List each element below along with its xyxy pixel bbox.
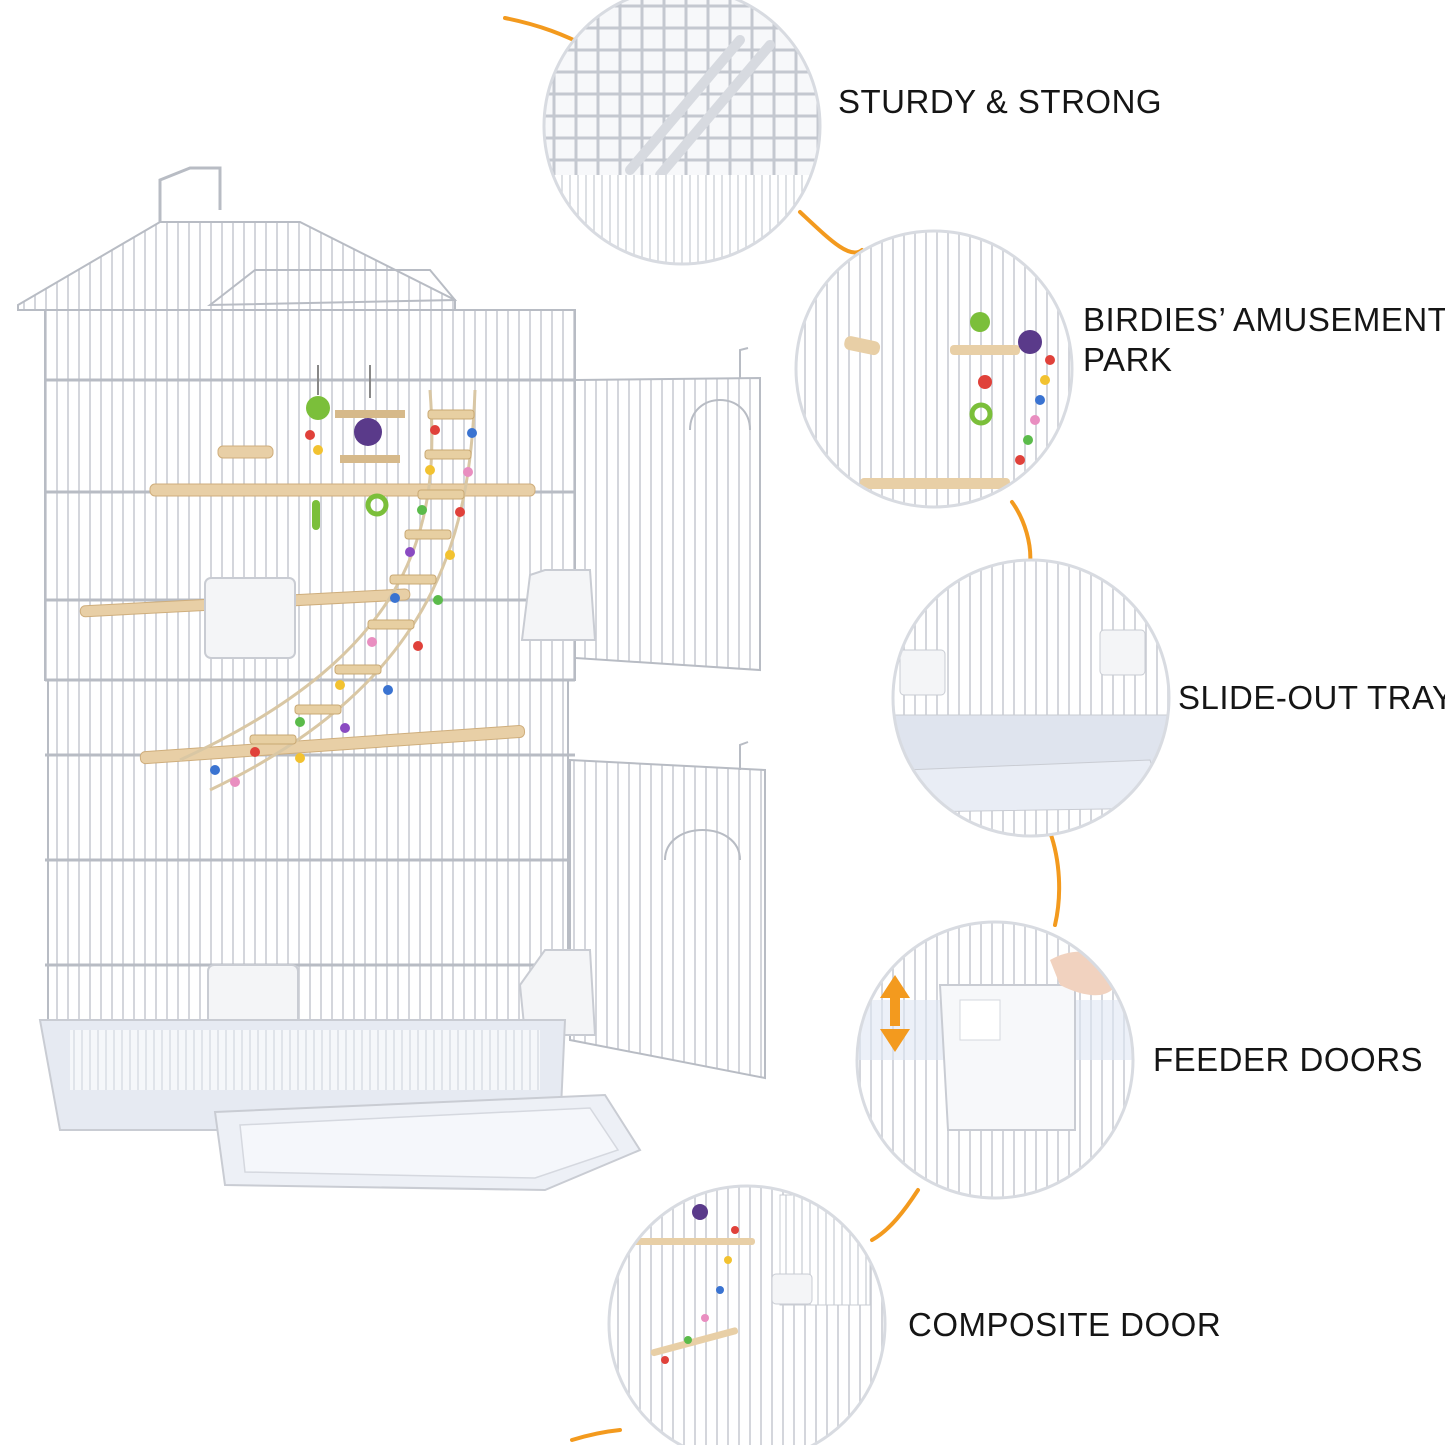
detail-circle-amusement [794, 229, 1074, 509]
lower-door [569, 758, 766, 1080]
hanging-toys [305, 365, 405, 530]
detail-circle-tray [891, 558, 1171, 838]
detail-circle-sturdy [542, 0, 822, 266]
feature-label-slide-out-tray: SLIDE-OUT TRAY [1178, 679, 1445, 716]
detail-circle-composite [607, 1184, 887, 1445]
feature-label-amusement-line1: BIRDIES’ AMUSEMENT [1083, 301, 1445, 338]
bird-cage [17, 166, 766, 1192]
feature-label-sturdy: STURDY & STRONG [838, 83, 1163, 120]
feature-label-composite-door: COMPOSITE DOOR [908, 1306, 1222, 1343]
feature-label-feeder-doors: FEEDER DOORS [1153, 1041, 1424, 1078]
bead-ladder [179, 389, 477, 792]
up-down-arrow-icon [880, 975, 910, 1052]
upper-door [574, 376, 761, 672]
cage-roof [17, 221, 456, 311]
feature-label-amusement-line2: PARK [1083, 341, 1173, 378]
detail-circle-feeder [855, 920, 1135, 1200]
